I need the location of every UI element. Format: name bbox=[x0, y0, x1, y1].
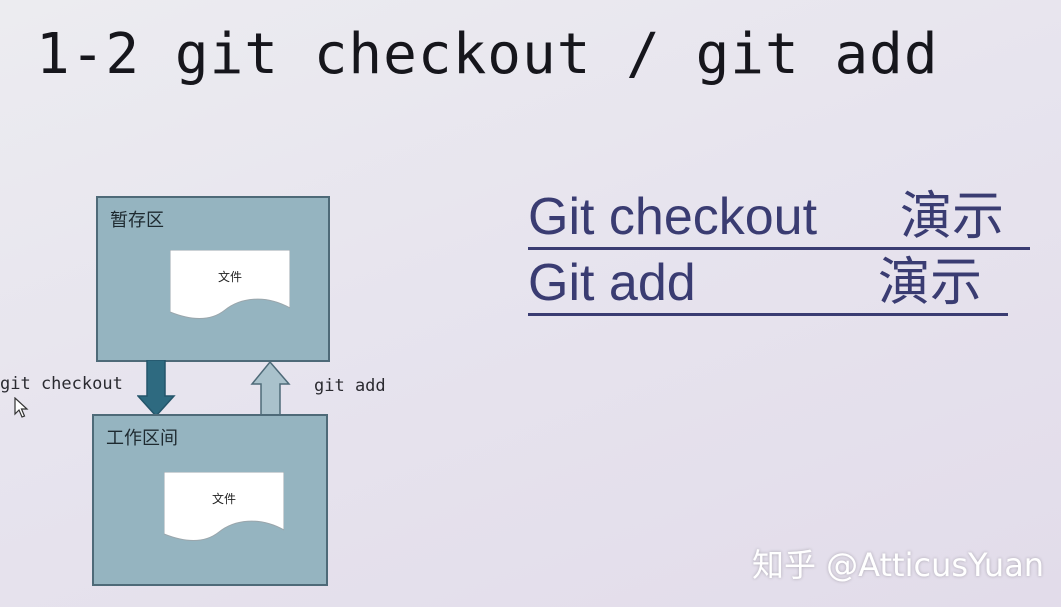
document-icon bbox=[164, 472, 284, 541]
git-add-label: git add bbox=[314, 376, 386, 396]
staging-file-label: 文件 bbox=[217, 270, 242, 284]
working-area-label: 工作区间 bbox=[106, 428, 178, 449]
git-checkout-demo-link[interactable]: Git checkout 演示 bbox=[528, 188, 1030, 250]
working-file-label: 文件 bbox=[211, 492, 236, 506]
staging-file-document: 文件 bbox=[170, 250, 290, 322]
zhihu-watermark: 知乎 @AtticusYuan bbox=[752, 546, 1045, 584]
working-file-document: 文件 bbox=[164, 472, 284, 544]
staging-area-label: 暂存区 bbox=[110, 210, 164, 231]
document-icon bbox=[170, 250, 290, 319]
checkout-arrow-down bbox=[137, 360, 176, 418]
staging-area-box: 暂存区 文件 bbox=[96, 196, 330, 362]
demo-name: Git add bbox=[528, 254, 696, 312]
demo-suffix: 演示 bbox=[877, 254, 982, 312]
git-checkout-label: git checkout bbox=[0, 374, 123, 394]
slide-title: 1-2 git checkout / git add bbox=[36, 22, 939, 87]
demo-suffix: 演示 bbox=[899, 188, 1004, 246]
working-area-box: 工作区间 文件 bbox=[92, 414, 328, 586]
add-arrow-up bbox=[250, 360, 291, 417]
git-add-demo-link[interactable]: Git add 演示 bbox=[528, 254, 1008, 316]
demo-name: Git checkout bbox=[528, 188, 818, 246]
mouse-pointer-icon bbox=[14, 397, 29, 418]
